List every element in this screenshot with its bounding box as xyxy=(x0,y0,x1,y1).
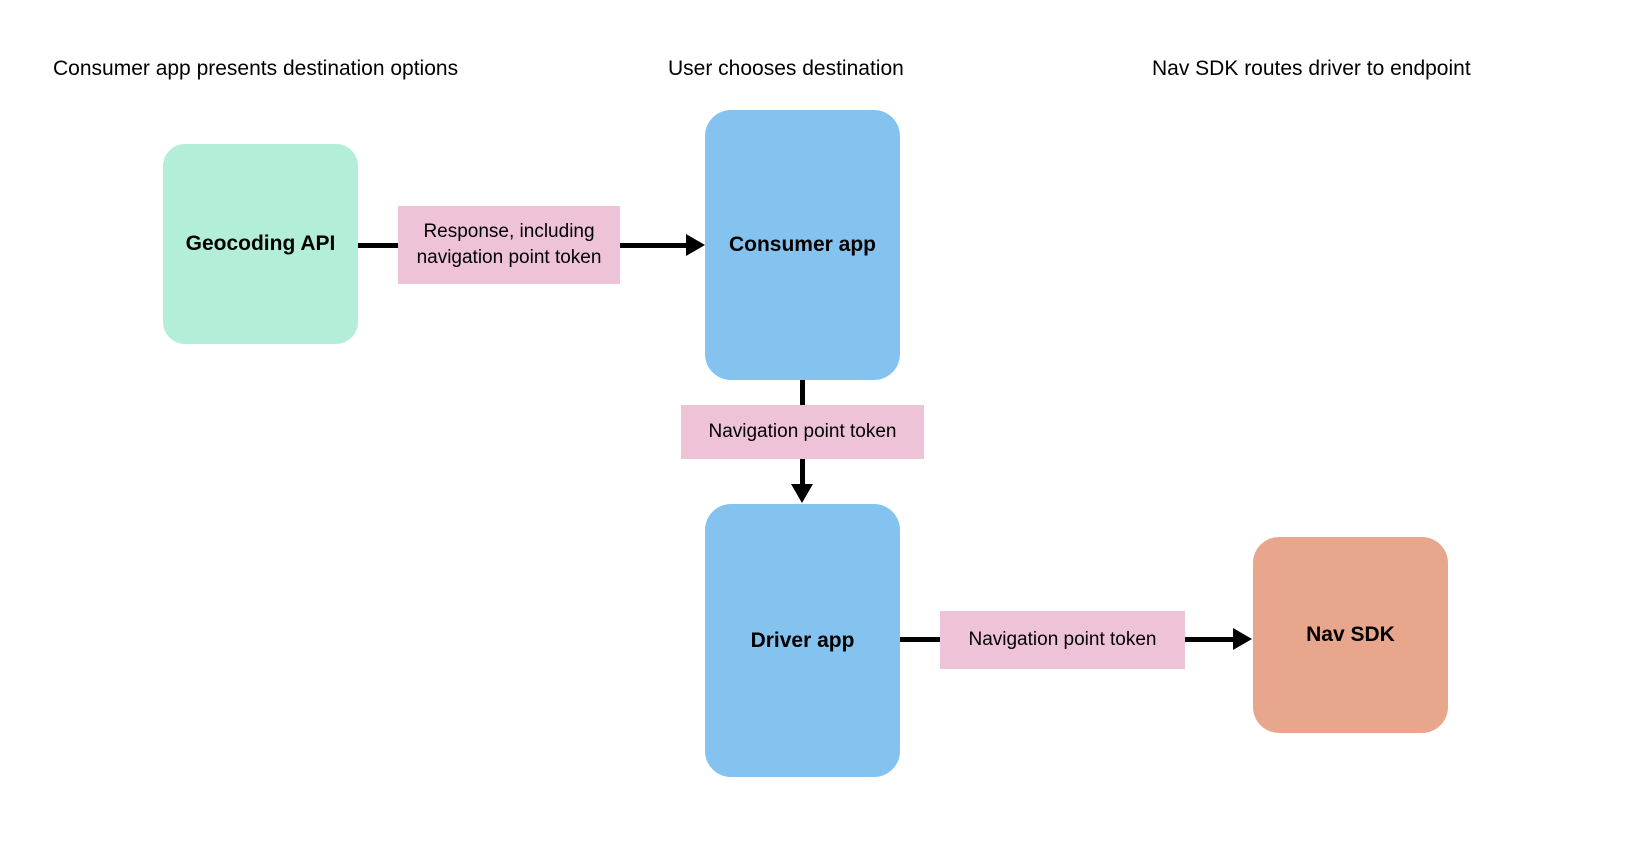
edge-label-response-including-nav-point-token: Response, including navigation point tok… xyxy=(398,206,620,284)
node-geocoding-api[interactable]: Geocoding API xyxy=(163,144,358,344)
column-header-nav-sdk-routes: Nav SDK routes driver to endpoint xyxy=(1152,57,1471,80)
node-nav-sdk[interactable]: Nav SDK xyxy=(1253,537,1448,733)
column-header-consumer-app-presents: Consumer app presents destination option… xyxy=(53,57,459,80)
edge-driver-to-navsdk-arrowhead xyxy=(1233,628,1252,650)
edge-label-navigation-point-token-driver-navsdk: Navigation point token xyxy=(940,611,1185,669)
edge-geocoding-to-consumer-arrowhead xyxy=(686,234,705,256)
node-consumer-app-label: Consumer app xyxy=(728,233,877,256)
column-header-user-chooses: User chooses destination xyxy=(668,57,904,80)
node-consumer-app[interactable]: Consumer app xyxy=(705,110,900,380)
node-driver-app[interactable]: Driver app xyxy=(705,504,900,777)
edge-consumer-to-driver-arrowhead xyxy=(791,484,813,503)
node-driver-app-label: Driver app xyxy=(750,628,855,652)
node-geocoding-api-label: Geocoding API xyxy=(185,232,336,255)
edge-label-navigation-point-token-consumer-driver: Navigation point token xyxy=(681,405,924,459)
node-nav-sdk-label: Nav SDK xyxy=(1306,623,1395,646)
